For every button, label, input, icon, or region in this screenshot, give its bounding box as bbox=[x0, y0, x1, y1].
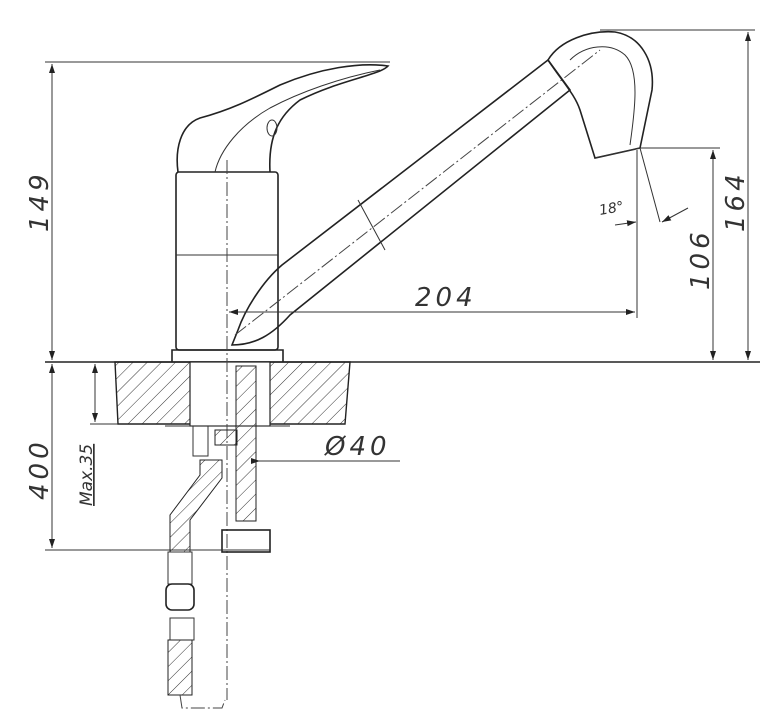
countertop bbox=[45, 361, 760, 427]
supply-hoses bbox=[165, 365, 271, 709]
dim-height-lever: 149 bbox=[25, 170, 55, 232]
dim-hole-diameter: Ø40 bbox=[324, 432, 391, 462]
dim-height-spout: 106 bbox=[686, 228, 716, 290]
dim-height-total: 164 bbox=[721, 170, 751, 232]
dimension-lines bbox=[45, 29, 755, 551]
spray-head bbox=[547, 30, 654, 159]
dim-reach: 204 bbox=[415, 283, 477, 313]
dim-max-countertop: Max.35 bbox=[77, 444, 97, 506]
dim-spray-angle: 18° bbox=[598, 199, 625, 219]
dim-hose-length: 400 bbox=[25, 438, 55, 500]
